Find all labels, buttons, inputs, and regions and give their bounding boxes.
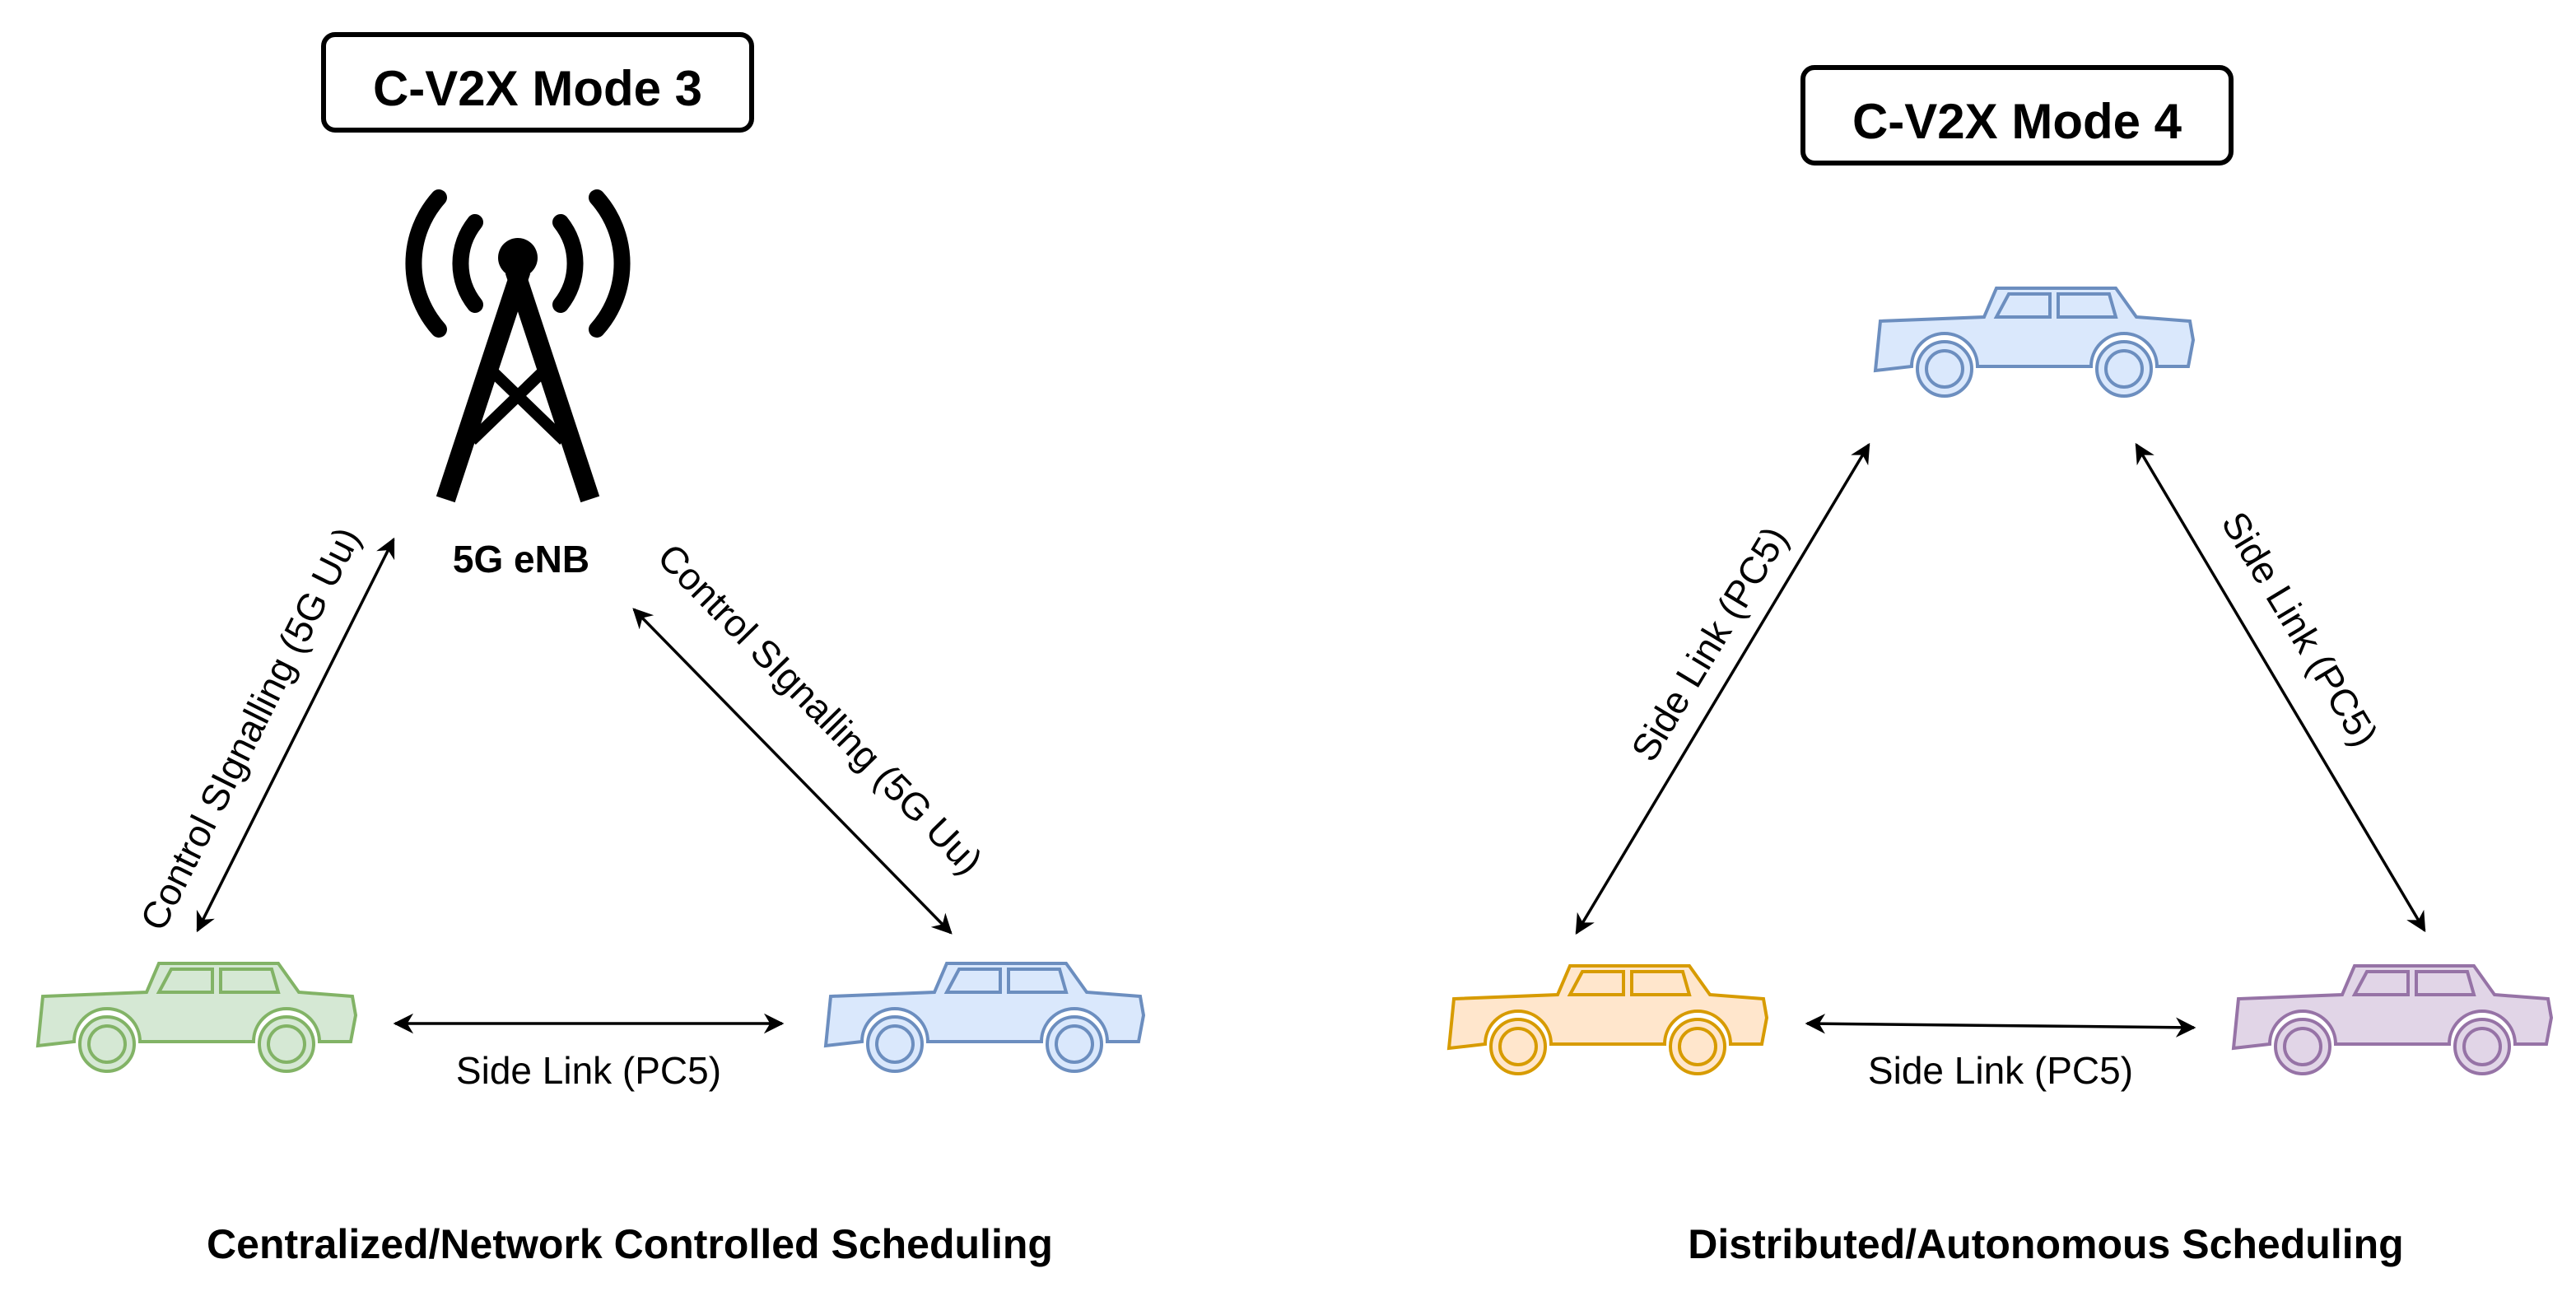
car-icon-blue: [824, 962, 1145, 1073]
tower-label: 5G eNB: [453, 538, 589, 581]
car-icon-green: [36, 962, 357, 1073]
car-icon-orange: [1447, 964, 1768, 1075]
uplink-arrow-right: [632, 608, 953, 935]
mode4-sidelink-arrow-bottom: [1805, 1013, 2196, 1038]
car-icon-blue: [1874, 287, 2195, 398]
mode4-sidelink-bottom-label: Side Link (PC5): [1868, 1049, 2133, 1092]
mode4-title-box: C-V2X Mode 4: [1800, 65, 2234, 166]
mode3-panel: C-V2X Mode 3 5G eNB Control SIgnalling (…: [36, 32, 1145, 1267]
mode3-sidelink-label: Side Link (PC5): [456, 1049, 721, 1092]
car-icon-purple: [2232, 964, 2553, 1075]
mode4-sidelink-right-label: Side Link (PC5): [2213, 504, 2386, 753]
mode4-panel: C-V2X Mode 4 Side Link (PC5) Side Link (…: [1447, 65, 2553, 1267]
mode4-sidelink-arrow-left: [1575, 442, 1870, 935]
mode4-sidelink-arrow-right: [2135, 442, 2426, 933]
mode4-sidelink-left-label: Side Link (PC5): [1623, 519, 1796, 768]
uplink-arrow-left: [196, 537, 395, 933]
uplink-label-right: Control SIgnalling (5G Uu): [650, 535, 991, 883]
mode3-caption: Centralized/Network Controlled Schedulin…: [207, 1221, 1053, 1267]
mode3-title: C-V2X Mode 3: [373, 61, 702, 116]
mode4-caption: Distributed/Autonomous Scheduling: [1688, 1221, 2403, 1267]
cell-tower-icon: [405, 189, 631, 503]
mode3-title-box: C-V2X Mode 3: [321, 32, 754, 133]
mode4-title: C-V2X Mode 4: [1852, 94, 2182, 149]
uplink-label-left: Control SIgnalling (5G Uu): [132, 520, 368, 937]
